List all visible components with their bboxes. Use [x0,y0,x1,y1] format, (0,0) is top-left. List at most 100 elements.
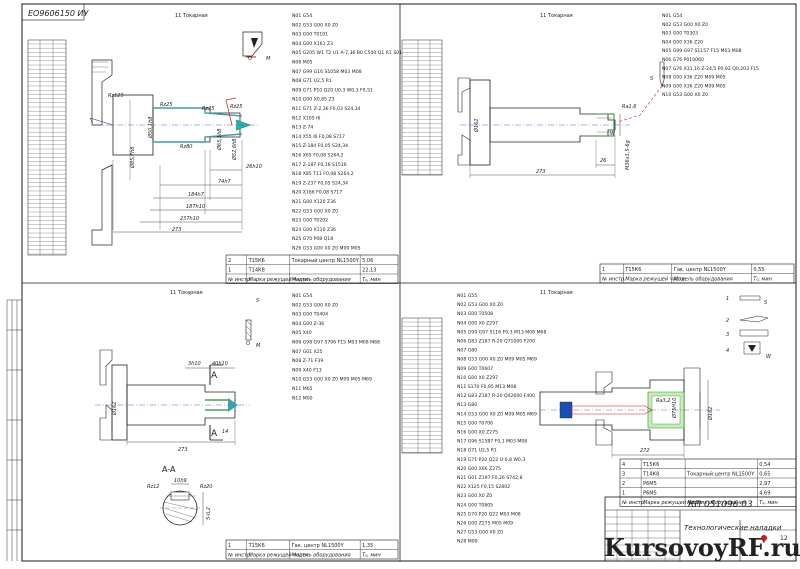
table-header: Модель оборудования [292,553,351,559]
table-cell: Р6М5 [643,491,657,497]
table-cell: 1 [228,543,231,549]
title-name: Технологические наладки [684,524,782,532]
table-cell: 2 [622,481,625,487]
q1-len-1: 26h10 [246,164,262,170]
q4-tool-sketches: 1 2 3 4 S W [726,295,772,360]
q4-rough: Ra3,2 [656,398,671,404]
q2-thread-tool: S W [610,61,665,137]
table-cell: 1,35 [362,543,373,549]
program-line: N02 G53 G00 X0 Z0 [292,22,338,28]
program-line: N12 X105 I6 [292,115,320,121]
program-line: N04 G00 X161 Z3 [292,41,333,47]
table-header: Марка режущей части [643,500,703,506]
program-line: N01 G54 [662,13,682,19]
watermark-text: KursovoyRF.ru [604,533,800,562]
q3-len-2: 40h10 [212,361,228,367]
q3-title: 11 Токарная [170,290,203,296]
quadrant-3: 11 Токарная S M A A [95,290,399,560]
q2-dia-1: Ø162 [473,119,480,133]
table-cell: 1 [602,267,605,273]
q3-dia-1: Ø162 [111,402,118,416]
program-line: N05 G99 G97 S116 F0,3 M13 M08 M68 [457,329,546,335]
program-line: N03 G00 T0404 [292,312,328,318]
program-line: N11 G71 Z-2,36 F0,03 S24,34 [292,106,360,112]
svg-text:S: S [650,76,654,82]
program-line: N10 G00 X0 Z297 [457,375,498,381]
program-line: N07 G01 X25 [292,349,323,355]
q1-cutting-tool: M [225,31,271,126]
program-line: N19 G71 P20 Q22 U-0,8 W0,3 [457,457,525,463]
program-line: N03 G00 T0303 [662,31,698,37]
program-line: N05 G205 W1 T2 U1 A-7,36 B0 C500 Q1 R1 S… [292,50,402,56]
q1-rough-2: Rz25 [160,102,172,108]
program-line: N20 X166 F0,08 S717 [292,190,342,196]
svg-text:W: W [610,131,616,137]
program-line: N06 M05 [292,60,313,66]
program-line: N08 Z-71 F39 [292,358,323,364]
program-line: N13 G80 [457,402,477,408]
table-cell: 22,13 [362,268,376,274]
svg-text:A: A [211,429,218,439]
program-line: N07 G99 G16 S1058 M03 M08 [292,69,362,75]
left-margin-stamp [6,299,22,561]
q3-section-marks: A A [126,364,236,445]
q1-side-table [27,39,67,256]
program-line: N09 X40 F13 [292,367,322,373]
q1-rough-3: Rz25 [202,106,214,112]
program-line: N14 G53 G00 X0 Z0 M09 M05 M69 [457,411,537,417]
q2-len-1: 26 [600,158,606,164]
q1-dia-2: Ø50,1h8 [147,117,154,139]
program-line: N17 Z-187 F0,16 S1516 [292,162,347,168]
program-line: N09 G71 P10 Q20 U0,3 W0,3 F0,51 [292,87,373,93]
table-header: T₀, мин [759,500,778,506]
program-line: N15 G00 T0706 [457,420,493,426]
program-line: N03 G00 T0101 [292,32,328,38]
q2-title: 11 Токарная [540,13,573,19]
sheet-frame [21,3,797,562]
program-line: N09 G00 X36 Z20 M09 M05 [662,83,726,89]
q1-dia-3: Ø65,1h8 [216,129,223,151]
program-line: N05 X40 [292,330,312,336]
table-cell: 4 [622,462,625,468]
quadrant-4: 11 Токарная Ra3,2 Ø75H10 Ø162 [401,290,797,545]
table-cell: Т15К6 [642,462,659,468]
program-line: N26 G00 Z275 M05 M09 [457,521,513,527]
program-line: N21 G01 Z197 F0,26 S742,8 [457,475,522,481]
table-cell: 1 [622,491,625,497]
program-line: N16 X65 F0,08 S264,2 [292,153,344,159]
program-line: N04 G00 Z-36 [292,321,324,327]
program-line: N15 Z-184 F0,05 S24,34 [292,143,348,149]
q3-section-label: A-A [162,465,176,474]
table-cell: Т15К6 [624,267,641,273]
program-line: N24 G00 T0805 [457,502,493,508]
table-header: Модель оборудования [292,277,351,283]
q3-end-mill: S M [245,298,261,349]
table-cell: Гак. центр NL1500Y [292,543,345,549]
program-line: N20 G00 X66 Z275 [457,466,501,472]
table-cell: 2 [228,258,231,264]
program-line: N18 X85 T11 F0,08 S264,2 [292,171,354,177]
q4-title: 11 Токарная [540,290,573,296]
program-line: N23 G00 X0 Z0 [457,493,492,499]
program-line: N14 X55 I6 F0,08 S717 [292,134,345,140]
q1-len-6: 273 [172,227,182,233]
program-line: N27 G53 G00 X0 Z0 [457,530,503,536]
q2-len-2: 273 [536,169,546,175]
q1-rough-5: Rz80 [180,144,192,150]
program-line: N18 G71 U2,5 R1 [457,448,497,454]
table-header: № инстр. [621,500,646,506]
program-line: N26 G53 G00 X0 Z0 M09 M05 [292,246,361,252]
program-line: N23 G00 T0202 [292,218,328,224]
program-line: N01 G54 [292,293,312,299]
q2-rough: Ra1,6 [622,104,637,110]
q3-chuck [99,349,113,441]
program-line: N04 G00 X36 Z20 [662,39,703,45]
table-cell: Т15К6 [248,258,265,264]
program-line: N03 G00 T0508 [457,311,493,317]
q3-sec-len-1: 10h9 [174,478,187,484]
table-cell: 5,06 [362,258,373,264]
table-cell: 0,55 [753,267,764,273]
program-line: N12 M00 [292,395,313,401]
